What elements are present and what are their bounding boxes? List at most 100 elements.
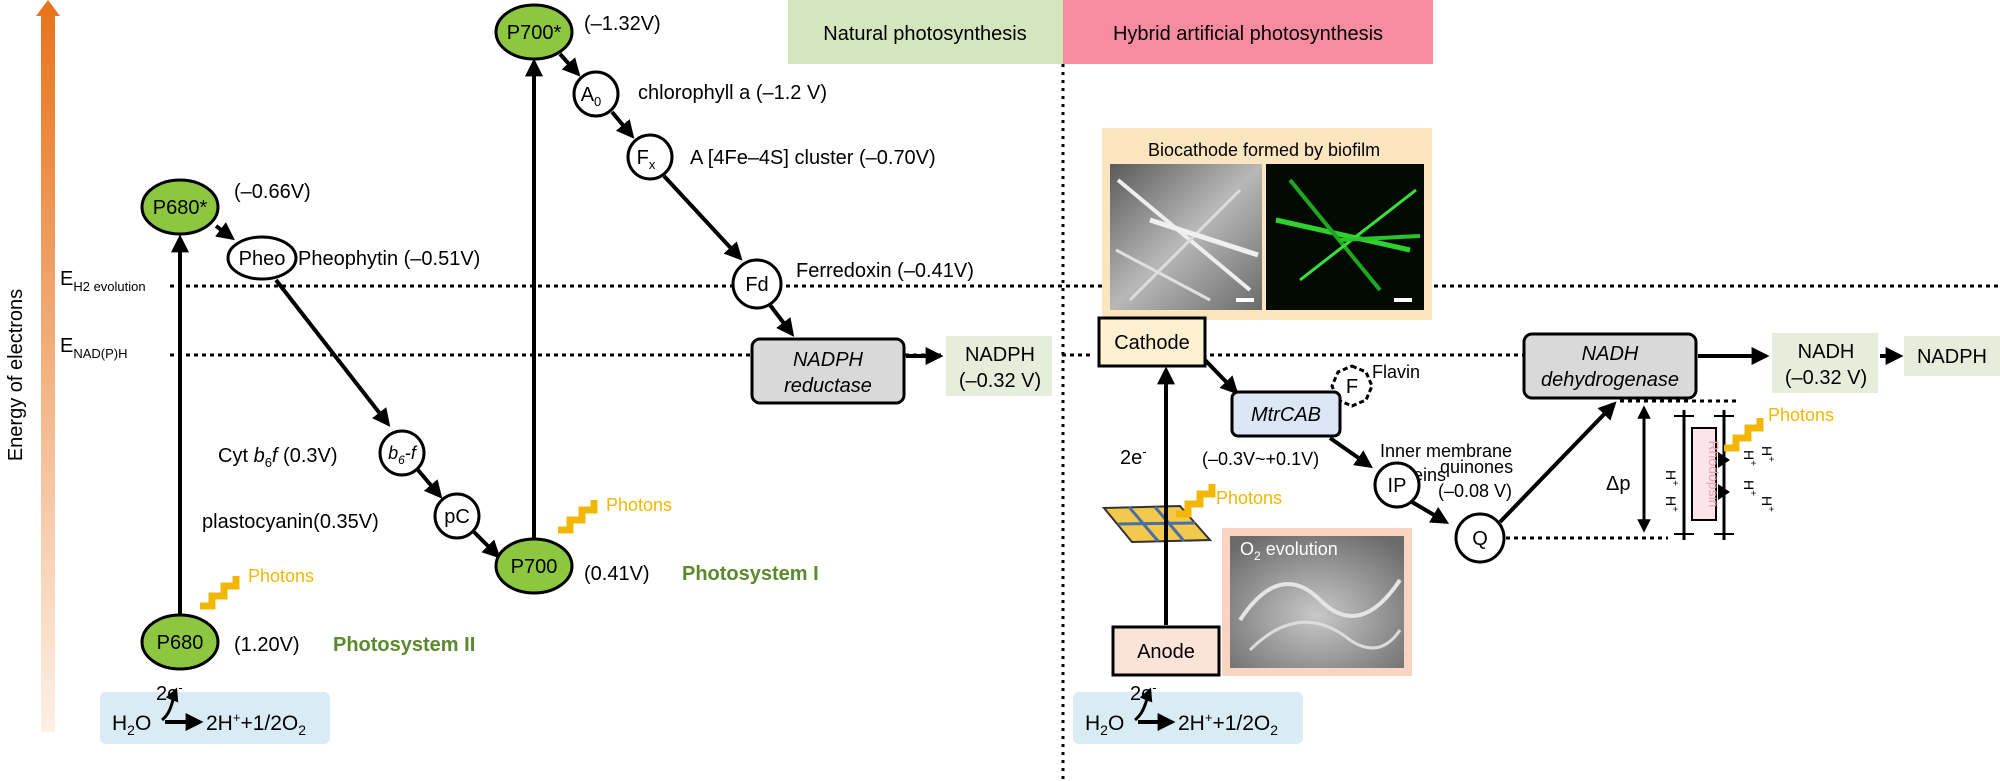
solar-panel-icon xyxy=(1101,504,1213,544)
proton-right-3: H+ xyxy=(1759,446,1776,462)
nadh-output: NADH (–0.32 V) xyxy=(1772,333,1878,393)
h2o-hybrid: H2O xyxy=(1085,712,1124,738)
photon-panel-icon xyxy=(1176,484,1216,518)
nadph-final-label: NADPH xyxy=(1917,346,1987,368)
nadh-dehydrogenase-box: NADH dehydrogenase xyxy=(1522,332,1698,400)
level-nadph-label: ENAD(P)H xyxy=(60,335,128,361)
products-natural: 2H++1/2O2 xyxy=(206,710,306,738)
nadph-final-output: NADPH xyxy=(1904,336,2000,376)
nadph-output-line2: (–0.32 V) xyxy=(959,370,1041,392)
nadph-output-line1: NADPH xyxy=(965,344,1035,366)
anode-box: Anode xyxy=(1111,625,1221,677)
arrow-pheo-b6f xyxy=(274,278,391,427)
p700-star-potential: (–1.32V) xyxy=(584,13,661,35)
flavin-node-label: F xyxy=(1346,376,1358,398)
biofilm-fluorescence-image xyxy=(1266,164,1424,310)
proton-left-2: H+ xyxy=(1663,496,1680,512)
p700-star-label: P700* xyxy=(507,22,562,44)
reductase-line2: reductase xyxy=(784,375,872,397)
biocathode-panel: Biocathode formed by biofilm xyxy=(1102,128,1432,320)
o2-evolution-panel: O2 evolution xyxy=(1222,528,1412,676)
header-natural-text: Natural photosynthesis xyxy=(823,23,1026,45)
energy-axis-arrowhead xyxy=(36,0,60,16)
quinones-line2: (–0.08 V) xyxy=(1438,481,1512,501)
p680-star-potential: (–0.66V) xyxy=(234,181,311,203)
proton-right-2: H+ xyxy=(1741,480,1758,496)
arrow-cathode-mtrcab xyxy=(1203,358,1239,395)
fe-s-cluster-label: A [4Fe–4S] cluster (–0.70V) xyxy=(690,147,936,169)
header-natural: Natural photosynthesis xyxy=(788,0,1063,64)
nadh-output-line2: (–0.32 V) xyxy=(1785,367,1867,389)
nadh-output-line1: NADH xyxy=(1798,341,1855,363)
nadph-output-natural: NADPH (–0.32 V) xyxy=(946,336,1052,396)
p680-star-label: P680* xyxy=(153,197,208,219)
fd-label: Fd xyxy=(745,274,768,296)
o2-evolution-label: O2 evolution xyxy=(1240,539,1338,563)
level-nadph: ENAD(P)H xyxy=(60,335,1530,361)
anode-label: Anode xyxy=(1137,641,1195,663)
fx-label: Fx xyxy=(637,147,656,172)
a0-node: A0 xyxy=(572,70,620,118)
mtrcab-box: MtrCAB xyxy=(1230,390,1342,438)
inner-membrane-line1: Inner membrane xyxy=(1380,441,1512,461)
plastocyanin-label: plastocyanin(0.35V) xyxy=(202,511,379,533)
ferredoxin-label: Ferredoxin (–0.41V) xyxy=(796,260,974,282)
p680-label: P680 xyxy=(157,632,204,654)
photon-psii-icon xyxy=(200,576,240,610)
reductase-line1: NADPH xyxy=(793,349,864,371)
pc-label: pC xyxy=(444,506,470,528)
pheo-label: Pheo xyxy=(239,248,286,270)
p700-potential: (0.41V) xyxy=(584,563,650,585)
photons-psi: Photons xyxy=(606,495,672,515)
cyt-b6f-label: Cyt b6f (0.3V) xyxy=(218,445,338,470)
arrow-q-nadh-dh xyxy=(1498,401,1617,524)
pc-node: pC xyxy=(433,492,481,540)
p700-label: P700 xyxy=(511,556,558,578)
chlorophyll-label: chlorophyll a (–1.2 V) xyxy=(638,82,827,104)
ip-label: IP xyxy=(1388,475,1407,497)
energy-axis-bar xyxy=(41,14,55,732)
h2o-natural: H2O xyxy=(112,712,151,738)
arrow-p700star-a0 xyxy=(558,52,581,77)
water-splitting-hybrid: H2O 2e- 2H++1/2O2 xyxy=(1073,680,1303,744)
q-node: Q xyxy=(1454,512,1506,564)
nadh-dh-line2: dehydrogenase xyxy=(1541,369,1679,391)
photon-psi-icon xyxy=(558,500,598,534)
two-e-vertical: 2e- xyxy=(1120,444,1147,469)
arrow-pc-p700 xyxy=(472,530,501,559)
arrow-mtrcab-ip xyxy=(1328,436,1373,469)
photon-rhodopsin-icon xyxy=(1724,418,1764,452)
photosystem-i-label: Photosystem I xyxy=(682,563,819,585)
arrow-b6f-pc xyxy=(416,468,443,499)
pheo-node: Pheo xyxy=(226,235,298,281)
pheophytin-label: Pheophytin (–0.51V) xyxy=(298,248,480,270)
photosystem-ii-label: Photosystem II xyxy=(333,634,475,656)
quinones-line1: quinones xyxy=(1440,457,1513,477)
flavin-label: Flavin xyxy=(1372,362,1420,382)
two-e-natural: 2e- xyxy=(156,680,183,705)
proton-right-1: H+ xyxy=(1741,450,1758,466)
mtrcab-label: MtrCAB xyxy=(1251,404,1321,426)
arrow-a0-fx xyxy=(610,110,635,139)
q-label: Q xyxy=(1472,528,1488,550)
p700-node: P700 xyxy=(494,537,574,595)
biocathode-title: Biocathode formed by biofilm xyxy=(1148,140,1380,160)
photons-psii: Photons xyxy=(248,566,314,586)
level-h2-label: EH2 evolution xyxy=(60,268,146,294)
nadh-dh-line1: NADH xyxy=(1582,343,1639,365)
products-hybrid: 2H++1/2O2 xyxy=(1178,710,1278,738)
header-hybrid: Hybrid artificial photosynthesis xyxy=(1063,0,1433,64)
ip-node: IP xyxy=(1373,461,1421,509)
arrow-p680star-pheo xyxy=(214,222,235,241)
arrow-fx-fd xyxy=(662,174,743,261)
level-h2: EH2 evolution xyxy=(60,268,2000,294)
nadph-reductase-box: NADPH reductase xyxy=(750,337,906,405)
p680-star-node: P680* xyxy=(140,178,220,236)
biofilm-brightfield-image xyxy=(1110,164,1262,310)
photons-panel: Photons xyxy=(1216,488,1282,508)
rhodopsin-protein xyxy=(1691,427,1717,521)
header-hybrid-text: Hybrid artificial photosynthesis xyxy=(1113,23,1383,45)
p680-potential: (1.20V) xyxy=(234,634,300,656)
fx-node: Fx xyxy=(626,133,674,181)
